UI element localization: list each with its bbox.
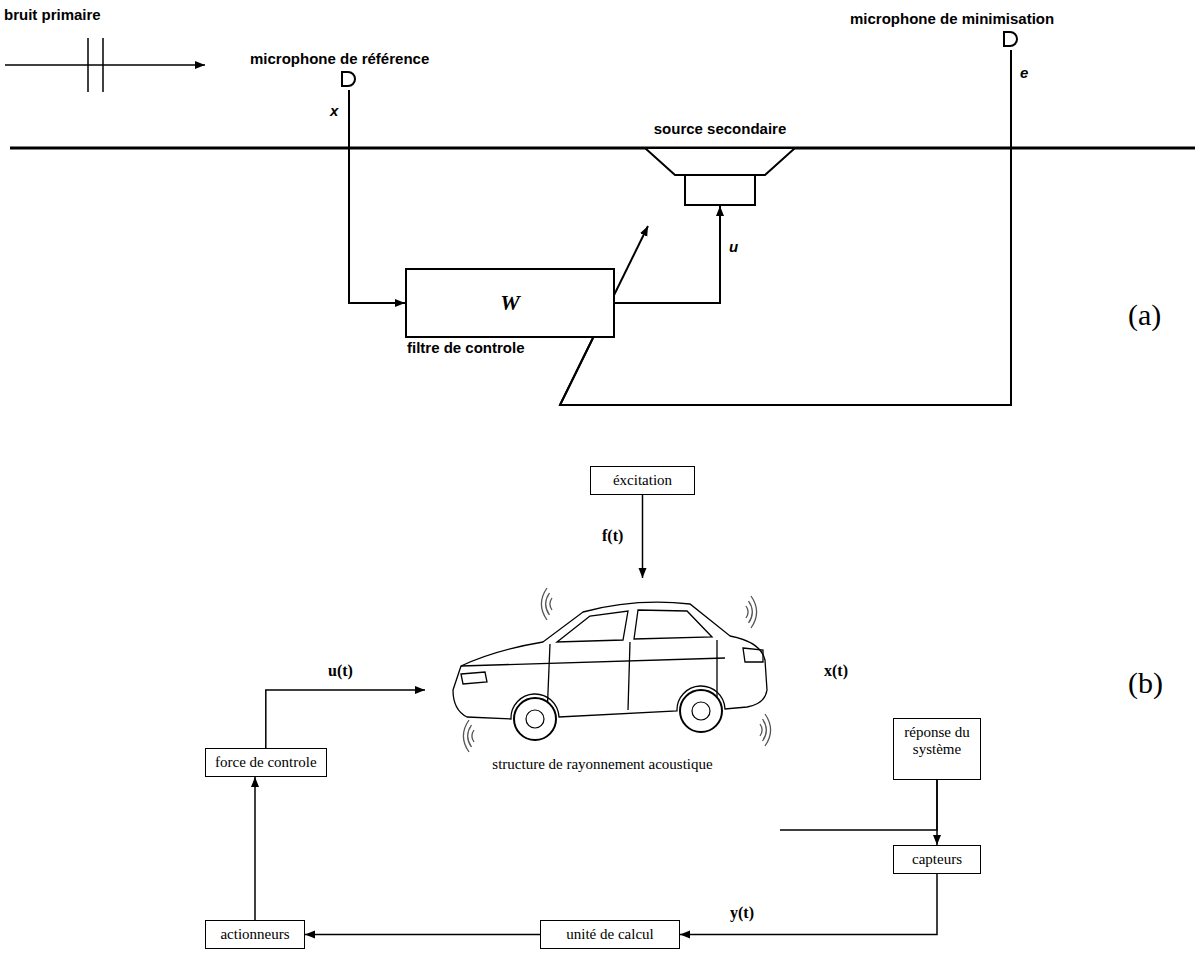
node-text: éxcitation	[600, 472, 685, 489]
duct-wall	[10, 147, 1195, 150]
loudspeaker-magnet	[685, 175, 755, 205]
wavefront-bar	[102, 38, 104, 92]
process-box: capteurs	[893, 845, 981, 874]
car-window	[634, 610, 712, 639]
process-box: éxcitation	[590, 466, 695, 495]
filter-symbol: W	[500, 290, 520, 316]
sound-wave	[541, 588, 547, 620]
sound-wave	[763, 719, 767, 741]
node-text: capteurs	[903, 851, 971, 868]
connector	[254, 777, 256, 920]
node-text: force de controle	[215, 754, 317, 771]
signal-label: x	[328, 102, 340, 119]
process-box: réponse du système	[893, 718, 981, 780]
loudspeaker-symbol	[640, 148, 800, 206]
node-text: filtre de controle	[407, 339, 525, 357]
panel-label: (a)	[1128, 298, 1161, 332]
wavefront-bar	[87, 38, 89, 92]
radiating-structure: structure de rayonnement acoustique	[425, 578, 780, 773]
node-text: microphone de référence	[250, 50, 429, 68]
reference-microphone: microphone de référence	[250, 50, 429, 90]
connector	[305, 934, 540, 936]
wheel-hub	[526, 710, 544, 728]
connector	[615, 206, 720, 303]
signal-label: f(t)	[600, 527, 625, 545]
wave-arrow	[5, 64, 205, 66]
microphone-body	[342, 72, 355, 86]
wheel-hub	[692, 702, 710, 720]
error-microphone: microphone de minimisation	[850, 10, 1054, 50]
connector	[560, 50, 1011, 405]
node-text: structure de rayonnement acoustique	[425, 756, 780, 773]
car-window	[557, 611, 628, 642]
signal-label: y(t)	[728, 904, 756, 922]
signal-label: x(t)	[822, 662, 850, 680]
tail-light	[743, 648, 763, 662]
sound-wave	[760, 724, 762, 736]
sound-wave	[472, 730, 474, 742]
node-text: source secondaire	[640, 120, 800, 138]
process-box: unité de calcul	[540, 920, 680, 949]
connector	[680, 874, 937, 935]
sound-wave	[550, 598, 552, 610]
process-box: actionneurs	[205, 920, 305, 949]
microphone-body	[1004, 32, 1017, 46]
panel-label: (b)	[1128, 666, 1163, 700]
door-line	[628, 642, 630, 710]
sound-wave	[546, 593, 550, 615]
sound-wave	[765, 714, 771, 746]
headlight	[461, 672, 487, 684]
loudspeaker-cone	[645, 148, 795, 175]
signal-label: u	[727, 238, 740, 255]
control-filter: Wfiltre de controle	[405, 268, 615, 338]
sound-wave	[463, 720, 469, 752]
car-illustration	[425, 578, 780, 756]
car-trim	[461, 658, 725, 666]
wheel	[514, 698, 556, 740]
node-text: unité de calcul	[550, 926, 670, 943]
wheel	[680, 690, 722, 732]
sound-wave	[746, 606, 748, 618]
microphone-symbol	[1000, 28, 1022, 50]
connector	[936, 780, 938, 845]
connector	[642, 495, 644, 578]
signal-label: u(t)	[326, 662, 355, 680]
sound-wave	[468, 725, 472, 747]
sound-wave	[751, 596, 757, 628]
sound-wave	[749, 601, 753, 623]
noise-label: bruit primaire	[4, 6, 101, 24]
node-text: réponse du système	[903, 724, 971, 758]
process-box: force de controle	[205, 748, 327, 777]
node-text: actionneurs	[215, 926, 295, 943]
node-text: microphone de minimisation	[850, 10, 1054, 28]
microphone-symbol	[338, 68, 360, 90]
connector	[266, 690, 425, 748]
secondary-source: source secondaire	[640, 120, 800, 206]
connector	[349, 90, 405, 303]
signal-label: e	[1018, 64, 1030, 81]
